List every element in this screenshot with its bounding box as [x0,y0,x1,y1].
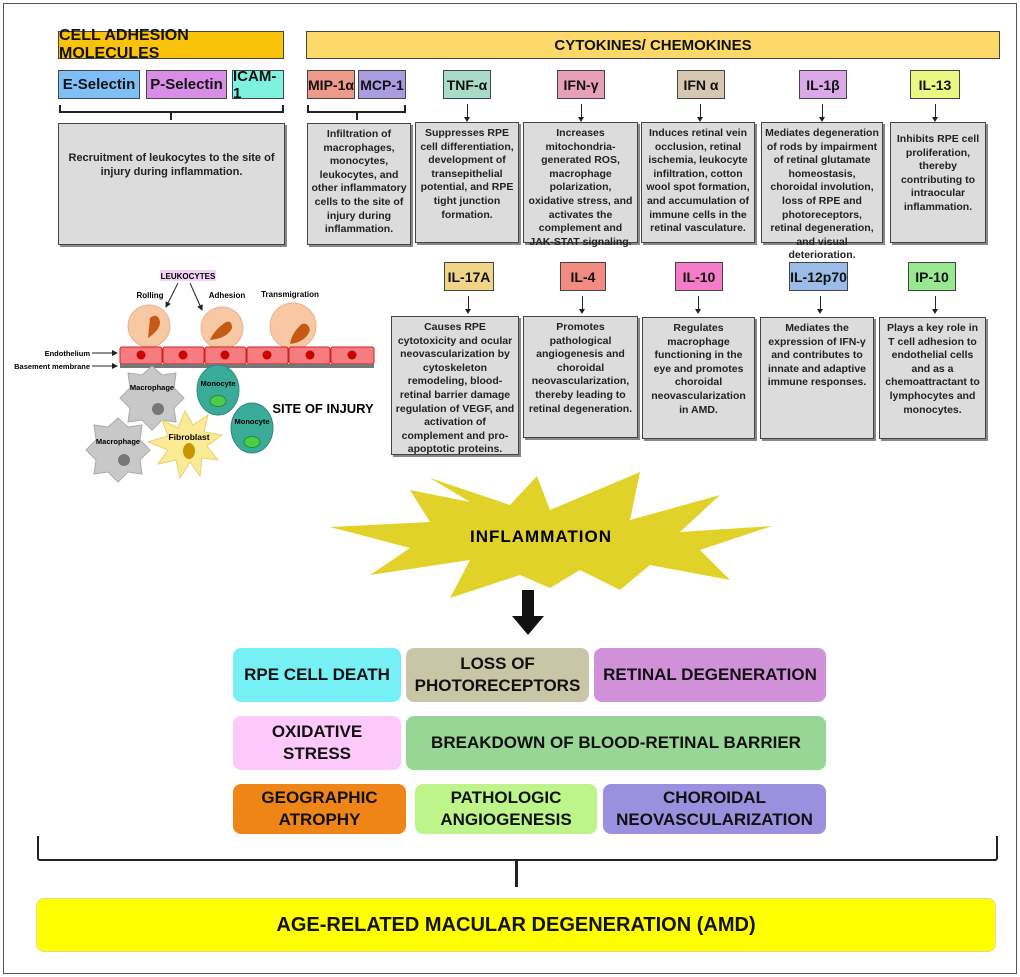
rolling-label: Rolling [136,291,163,300]
inflammation-starburst-shape [330,472,772,598]
monocyte-cell-2: Monocyte [230,402,274,454]
tag-e-selectin: E-Selectin [58,70,140,99]
tag-mcp-1: MCP-1 [358,70,406,99]
ip-10-arrow [932,296,938,314]
tag-il-13: IL-13 [910,70,960,99]
fibroblast-cell: Fibroblast [146,409,224,480]
il-1b-description: Mediates degeneration of rods by impairm… [761,122,883,261]
ifn-g-arrow [578,104,584,122]
tag-il-4: IL-4 [560,262,606,291]
il-13-description: Inhibits RPE cell proliferation, thereby… [890,122,986,243]
outcome-rpe-cell-death: RPE CELL DEATH [233,648,401,702]
il-13-arrow [932,104,938,122]
fibroblast-label: Fibroblast [168,432,209,442]
tnf-description: Suppresses RPE cell differentiation, dev… [415,122,519,243]
il-10-arrow [695,296,701,314]
mip-mcp-bracket-stem [356,112,358,120]
tag-il-12p70: IL-12p70 [789,262,848,291]
amd-bracket-stem [515,859,518,887]
figure-frame [3,3,1017,974]
leukocyte-cell-adhesion [200,306,244,350]
il-4-description: Promotes pathological angiogenesis and c… [523,316,638,438]
outcome-retinal-degeneration: RETINAL DEGENERATION [594,648,826,702]
tag-p-selectin: P-Selectin [146,70,227,99]
il-4-arrow [579,296,585,314]
tag-ip-10: IP-10 [908,262,956,291]
ifn-a-description: Induces retinal vein occlusion, retinal … [641,122,755,243]
adhesion-bracket-stem [170,112,172,120]
basement-membrane-label: Basement membrane [14,362,90,371]
leukocyte-arrow-rolling [165,282,179,308]
tag-il-17a: IL-17A [444,262,494,291]
monocyte-label-2: Monocyte [234,417,269,426]
tag-mip-1a: MIP-1α [307,70,355,99]
adhesion-label: Adhesion [209,291,246,300]
basement-membrane-layer [120,364,374,368]
ip-10-description: Plays a key role in T cell adhesion to e… [879,317,986,439]
down-arrow-icon [512,590,544,635]
leukocytes-label-bg [160,270,216,281]
transmigration-label: Transmigration [261,290,319,299]
il-17a-arrow [465,296,471,314]
il-17a-description: Causes RPE cytotoxicity and ocular neova… [391,316,519,455]
inflammation-burst: INFLAMMATION [330,472,772,598]
il-12p70-description: Mediates the expression of IFN-γ and con… [760,317,874,439]
tnf-arrow [464,104,470,122]
cell-adhesion-header: CELL ADHESION MOLECULES [58,27,284,62]
il-12p70-arrow [817,296,823,314]
tag-il-1b: IL-1β [799,70,847,99]
il-1b-arrow [819,104,825,122]
tag-ifn-a: IFN α [677,70,725,99]
outcome-geographic-atrophy: GEOGRAPHIC ATROPHY [233,784,406,834]
mip-mcp-description: Infiltration of macrophages, monocytes, … [307,123,411,245]
outcome-pathologic-angiogenesis: PATHOLOGIC ANGIOGENESIS [415,784,597,834]
leukocyte-cell-transmigration [269,302,317,350]
tag-ifn-g: IFN-γ [557,70,605,99]
tag-tnf-a: TNF-α [443,70,491,99]
monocyte-cell-1: Monocyte [196,364,240,416]
endothelium-label: Endothelium [45,349,91,358]
cytokines-header: CYTOKINES/ CHEMOKINES [306,31,1000,59]
macrophage-cell-2: Macrophage [85,417,151,483]
amd-bracket [37,836,998,861]
ifn-a-arrow [697,104,703,122]
leukocyte-illustration: LEUKOCYTES Rolling Adhesion Transmigrati… [14,270,375,483]
macrophage-cell-1: Macrophage [119,365,185,431]
leukocyte-cell-rolling [127,304,171,348]
tag-il-10: IL-10 [675,262,723,291]
amd-final-box: AGE-RELATED MACULAR DEGENERATION (AMD) [36,898,996,952]
leukocyte-arrow-adhesion [189,282,203,311]
macrophage-label-1: Macrophage [130,383,174,392]
monocyte-label-1: Monocyte [200,379,235,388]
outcome-breakdown-brb: BREAKDOWN OF BLOOD-RETINAL BARRIER [406,716,826,770]
inflammation-label: INFLAMMATION [470,527,612,546]
tag-icam-1: ICAM-1 [232,68,284,102]
ifn-g-description: Increases mitochondria-generated ROS, ma… [523,122,638,248]
macrophage-label-2: Macrophage [96,437,140,446]
outcome-choroidal-neovascularization: CHOROIDAL NEOVASCULARIZATION [603,784,826,834]
outcome-loss-of-photoreceptors: LOSS OF PHOTORECEPTORS [406,648,589,702]
adhesion-description: Recruitment of leukocytes to the site of… [58,123,285,245]
outcome-oxidative-stress: OXIDATIVE STRESS [233,716,401,770]
endothelium-layer [119,346,375,365]
il-10-description: Regulates macrophage functioning in the … [642,317,755,439]
leukocytes-label: LEUKOCYTES [161,272,216,281]
site-of-injury-label: SITE OF INJURY [272,401,374,416]
